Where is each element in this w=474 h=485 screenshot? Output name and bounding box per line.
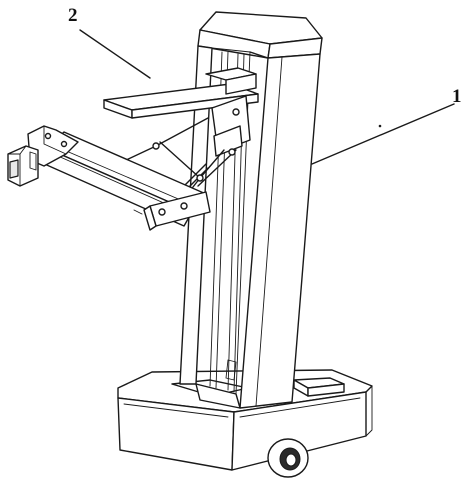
callout-label-2: 2 [68,5,78,26]
upper-tray [103,67,259,119]
wheel [267,438,309,478]
callout-label-1: 1 [452,86,462,107]
carriage-bracket [211,95,251,157]
boom-arm [39,131,211,231]
callout-leader-2 [79,29,151,79]
end-effector [7,125,79,187]
vertical-column [179,11,323,409]
callout-leader-1 [311,103,455,165]
